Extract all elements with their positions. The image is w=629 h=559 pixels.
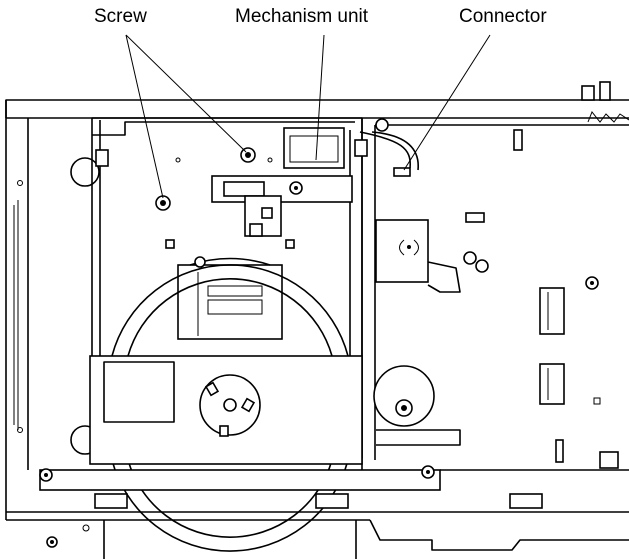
pickup-slide [211,127,353,237]
flat-cable [375,219,489,293]
screw-top [240,147,256,163]
mechanism-unit-label: Mechanism unit [235,6,369,27]
bottom-rails [6,465,629,559]
screw-label: Screw [94,6,147,27]
connector-label: Connector [459,6,547,27]
leader-lines [125,34,491,199]
screw-left [155,195,171,211]
disc-clamp [177,256,283,340]
connector-part [393,167,411,177]
tray [89,355,461,465]
